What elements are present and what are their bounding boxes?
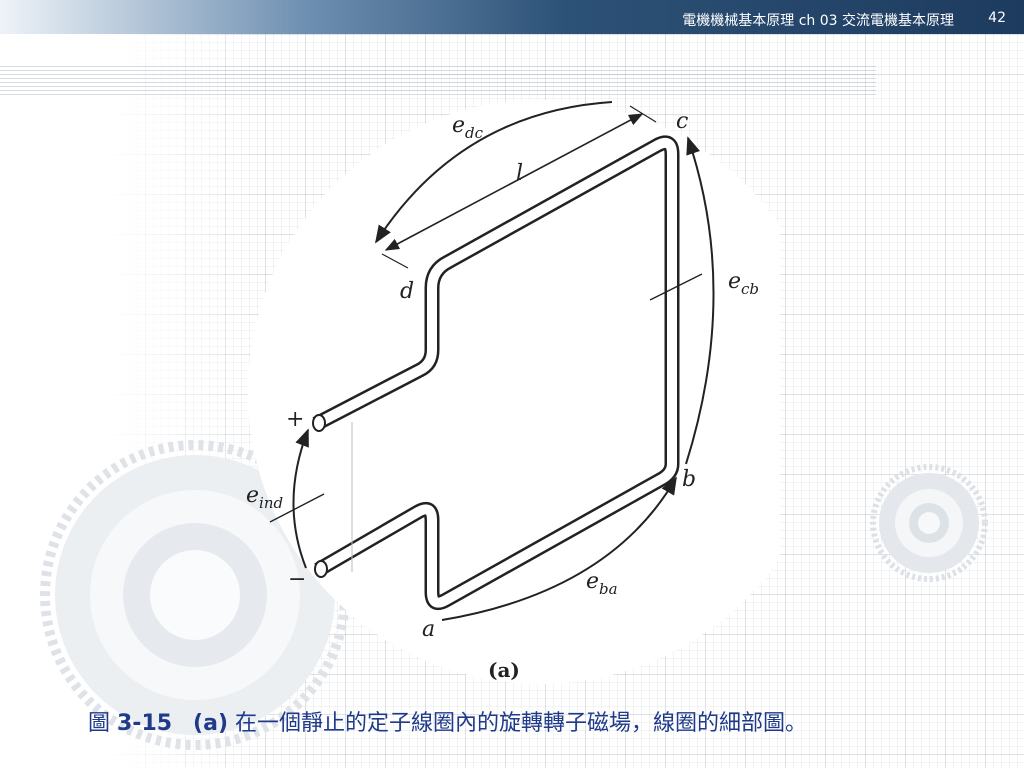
caption-number: 3-15 xyxy=(117,711,173,736)
small-gear-icon xyxy=(870,464,988,582)
length-dimension xyxy=(384,113,644,251)
slide-title: 電機機械基本原理 ch 03 交流電機基本原理 xyxy=(682,13,954,29)
panel-label: (a) xyxy=(488,658,520,682)
large-gear-icon xyxy=(40,440,350,750)
coil-diagram: edc l c d ecb b + − eind eba a xyxy=(246,100,832,684)
coil-wire xyxy=(312,135,680,611)
edc-label: e xyxy=(452,113,465,138)
caption-prefix: 圖 xyxy=(88,711,117,736)
eind-label: e xyxy=(246,483,259,508)
ecb-tick xyxy=(649,273,703,301)
eba-label: e xyxy=(586,569,599,594)
caption-text: 在一個靜止的定子線圈內的旋轉轉子磁場，線圈的細部圖。 xyxy=(228,711,808,736)
svg-text:eind: eind xyxy=(246,483,283,512)
caption-part: (a) xyxy=(193,711,229,736)
minus-terminal-label: − xyxy=(288,567,306,592)
eba-arrow xyxy=(441,476,677,621)
coil-figure: edc l c d ecb b + − eind eba a xyxy=(240,92,832,692)
ecb-label: e xyxy=(728,269,741,294)
point-c-label: c xyxy=(676,109,688,134)
ecb-subscript: cb xyxy=(741,280,759,298)
point-b-label: b xyxy=(682,467,696,492)
svg-text:eba: eba xyxy=(586,569,618,598)
eba-subscript: ba xyxy=(599,580,618,598)
ecb-arrow xyxy=(685,136,715,465)
length-label: l xyxy=(516,161,523,186)
eind-arrow xyxy=(292,428,309,569)
figure-caption: 圖 3-15 (a) 在一個靜止的定子線圈內的旋轉轉子磁場，線圈的細部圖。 xyxy=(88,705,968,737)
point-a-label: a xyxy=(422,617,435,642)
dimension-tick-left xyxy=(381,253,409,269)
decorative-stripes xyxy=(0,66,876,96)
page-number: 42 xyxy=(988,10,1006,26)
eind-tick xyxy=(269,493,325,523)
svg-text:ecb: ecb xyxy=(728,269,759,298)
dimension-tick-right xyxy=(629,105,657,123)
edc-subscript: dc xyxy=(465,124,484,142)
point-d-label: d xyxy=(400,279,414,304)
eind-subscript: ind xyxy=(259,494,283,512)
plus-terminal-label: + xyxy=(286,407,304,432)
header-bar: 電機機械基本原理 ch 03 交流電機基本原理 42 xyxy=(0,0,1024,34)
diagram-backdrop xyxy=(248,100,832,684)
